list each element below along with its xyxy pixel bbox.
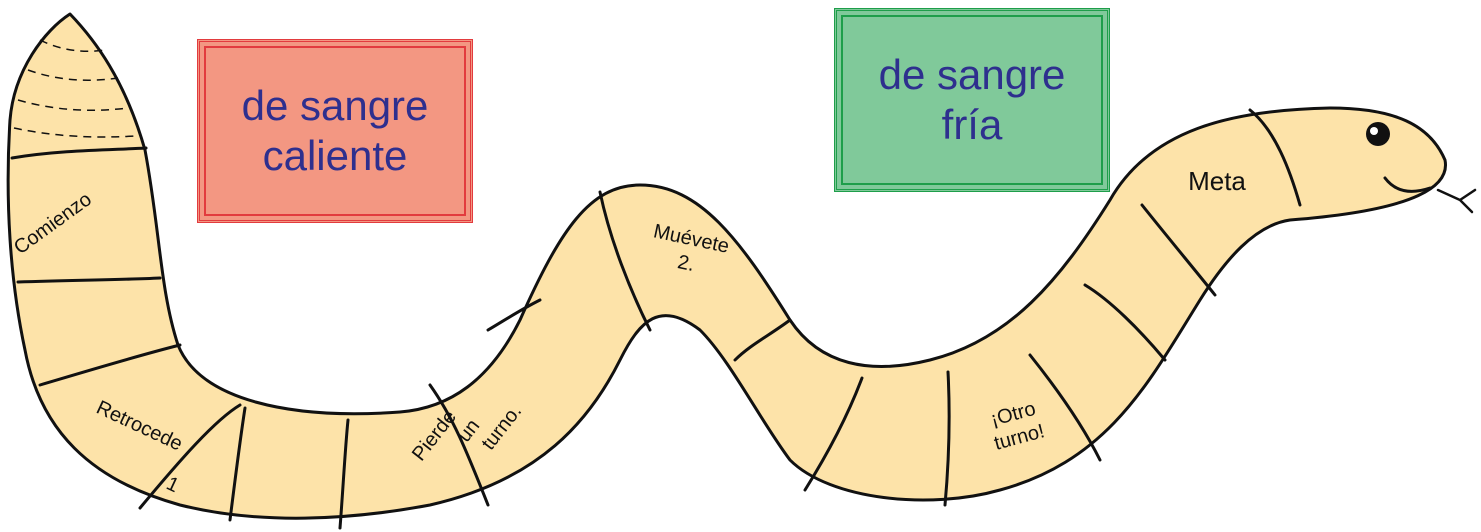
card-cold-blooded[interactable]: de sangre fría: [834, 8, 1110, 192]
segment-dividers: [10, 108, 1302, 530]
snake-eye-icon: [1366, 122, 1390, 146]
card-warm-line2: caliente: [262, 132, 408, 179]
snake-tongue-icon: [1436, 188, 1477, 214]
svg-text:2.: 2.: [676, 251, 697, 276]
snake-body: [6, 12, 1448, 520]
card-warm-blooded[interactable]: de sangre caliente: [197, 39, 473, 223]
card-cold-line2: fría: [941, 101, 1003, 148]
card-warm-line1: de sangre: [241, 81, 429, 129]
snake-eye-highlight: [1370, 127, 1378, 135]
tail-scales: [13, 39, 136, 138]
card-cold-line1: de sangre: [878, 50, 1066, 98]
snake-mouth: [1383, 176, 1432, 193]
space-goal: Meta: [1188, 166, 1246, 196]
